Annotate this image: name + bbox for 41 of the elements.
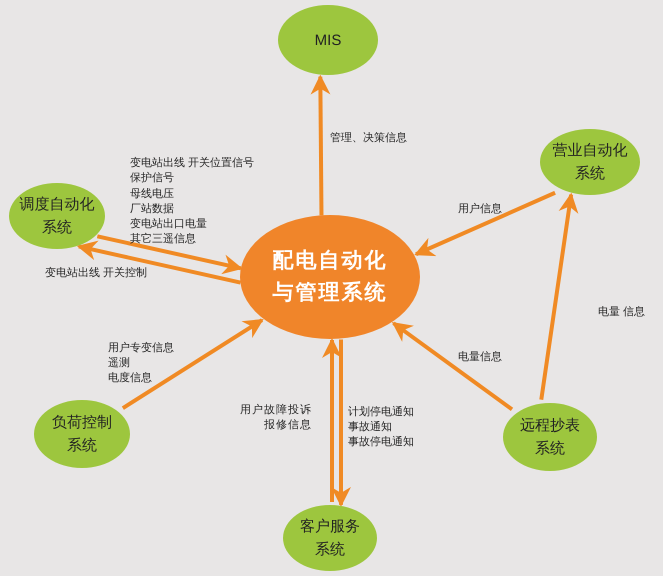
- node-label: 营业自动化系统: [552, 141, 628, 184]
- info-label: 事故停电通知: [348, 435, 414, 450]
- arrow: [76, 240, 241, 285]
- info-label: 其它三遥信息: [130, 232, 196, 247]
- info-label: 事故通知: [348, 420, 392, 435]
- arrow: [322, 338, 342, 502]
- edge-label: 用户信息: [458, 202, 502, 217]
- info-label: 计划停电通知: [348, 405, 414, 420]
- node-label: 远程抄表系统: [519, 416, 581, 459]
- edge-label: 管理、决策信息: [330, 131, 407, 146]
- info-label: 用户专变信息: [108, 341, 174, 356]
- edge-label: 用户故障投诉报修信息: [239, 403, 312, 433]
- edge-label: 电量信息: [458, 350, 502, 365]
- info-label: 电度信息: [108, 371, 152, 386]
- info-label: 变电站出口电量: [130, 217, 207, 232]
- system-ellipse: [278, 5, 378, 75]
- arrow: [392, 322, 514, 411]
- info-label: 保护信号: [130, 171, 174, 186]
- node-label: 客户服务系统: [299, 517, 361, 560]
- arrow: [310, 74, 330, 216]
- edge-label: 电量 信息: [598, 305, 646, 320]
- arrow: [331, 340, 351, 507]
- arrow: [414, 190, 556, 256]
- system-ellipse: [540, 129, 640, 195]
- arrow: [122, 318, 264, 410]
- node-label: 配电自动化与管理系统: [272, 248, 388, 306]
- info-label: 母线电压: [130, 187, 174, 202]
- node-label: MIS: [314, 30, 342, 50]
- edge-label: 变电站出线 开关控制: [45, 266, 148, 281]
- arrow: [96, 234, 243, 274]
- node-label: 调度自动化系统: [18, 195, 96, 238]
- info-label: 厂站数据: [130, 202, 174, 217]
- arrow: [539, 192, 578, 400]
- node-label: 负荷控制系统: [51, 413, 113, 456]
- system-ellipse: [283, 505, 377, 571]
- info-label: 变电站出线 开关位置信号: [130, 156, 254, 171]
- system-ellipse: [9, 183, 105, 249]
- system-ellipse: [503, 403, 597, 471]
- info-label: 遥测: [108, 356, 130, 371]
- system-ellipse: [34, 400, 130, 468]
- central-ellipse: [240, 215, 420, 339]
